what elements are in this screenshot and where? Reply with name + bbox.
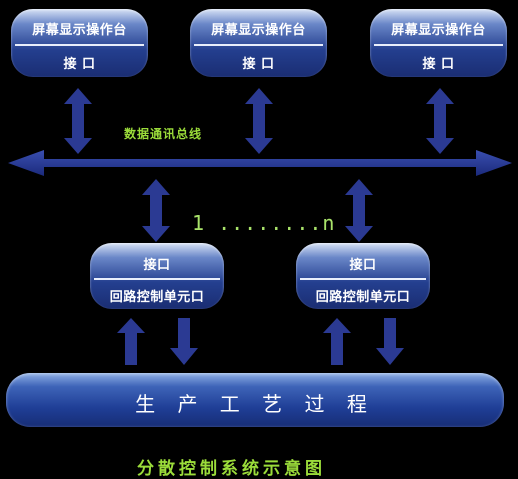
unit2-up-arrow [323, 318, 351, 365]
station-divider [194, 44, 323, 46]
data-bus-arrow [8, 150, 512, 176]
station-arrow-1 [64, 88, 92, 154]
bus-label: 数据通讯总线 [124, 127, 203, 141]
station-divider [15, 44, 144, 46]
unit-loop-control: 回路控制单元口 [315, 290, 411, 305]
station-arrow-3 [426, 88, 454, 154]
unit-arrow-2 [345, 179, 373, 242]
station-title: 屏幕显示操作台 [211, 23, 306, 38]
unit1-down-arrow [170, 318, 198, 365]
unit-arrow-1 [142, 179, 170, 242]
unit2-down-arrow [376, 318, 404, 365]
station-title: 屏幕显示操作台 [32, 23, 127, 38]
unit-interface: 接口 [143, 258, 171, 273]
operator-station-3: 屏幕显示操作台 接 口 [370, 9, 507, 77]
diagram-title: 分散控制系统示意图 [137, 459, 326, 479]
station-interface: 接 口 [242, 57, 275, 72]
unit1-up-arrow [117, 318, 145, 365]
production-process-label: 生 产 工 艺 过 程 [135, 392, 375, 416]
range-label: 1 ........n [192, 211, 336, 235]
operator-station-2: 屏幕显示操作台 接 口 [190, 9, 327, 77]
control-unit-1: 接口 回路控制单元口 [90, 243, 224, 309]
station-interface: 接 口 [63, 57, 96, 72]
unit-interface: 接口 [349, 258, 377, 273]
unit-loop-control: 回路控制单元口 [109, 290, 205, 305]
production-process: 生 产 工 艺 过 程 [6, 373, 504, 427]
station-title: 屏幕显示操作台 [391, 23, 486, 38]
unit-divider [300, 278, 426, 280]
station-divider [374, 44, 503, 46]
unit-divider [94, 278, 220, 280]
operator-station-1: 屏幕显示操作台 接 口 [11, 9, 148, 77]
control-unit-2: 接口 回路控制单元口 [296, 243, 430, 309]
station-interface: 接 口 [422, 57, 455, 72]
station-arrow-2 [245, 88, 273, 154]
